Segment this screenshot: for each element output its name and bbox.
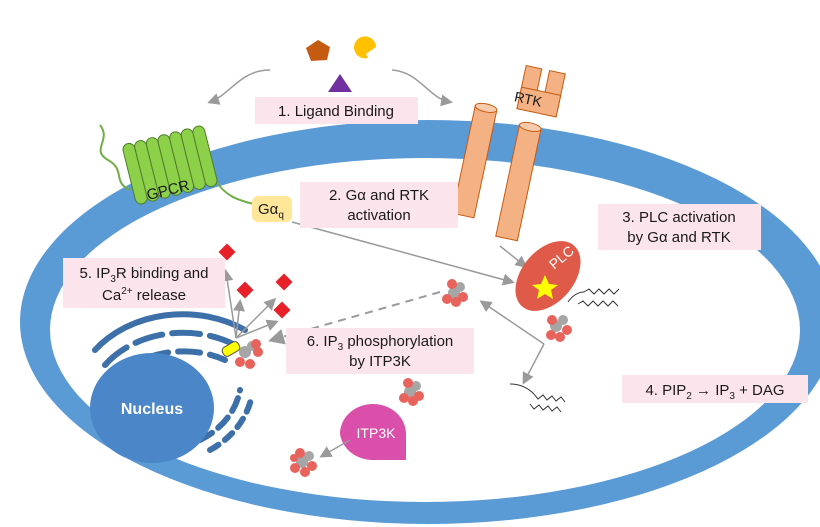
arrow-pip2-to-dag [522,343,545,385]
itp3k: ITP3K [340,404,406,461]
step-5-line2b: release [133,287,186,304]
gpcr: GPCR [99,124,259,206]
ca-release-arrows [221,269,279,339]
pip2-lipid [567,288,620,307]
rtk: RTK [451,64,566,242]
step-3-box: 3. PLC activation by Gα and RTK [598,204,761,250]
itp3k-label: ITP3K [357,425,397,441]
ca-ion-icon [236,281,254,299]
g-alpha-q: Gαq [252,196,292,222]
ip3-molecule-plc [546,315,572,342]
rtk-label: RTK [513,88,544,110]
svg-text:6. IP3 phosphorylation: 6. IP3 phosphorylation [307,333,454,353]
ligand-pacman-icon [354,36,376,59]
step-4-sub2: 3 [729,391,735,402]
step-3-label-line1: 3. PLC activation [622,209,735,226]
nucleus-label: Nucleus [121,401,183,418]
step-5-pre: 5. IP [80,265,111,282]
calcium-ions [218,243,293,319]
nucleus [90,353,214,463]
ca-ion-icon [218,243,236,261]
step-5-post1: R binding and [116,265,209,282]
step-6-line2: by ITP3K [349,353,411,370]
ca-ion-icon [275,273,293,291]
step-3-label-line2: by Gα and RTK [627,229,730,246]
ip3-molecule-receptor [235,339,263,369]
ligand-pentagon-icon [306,40,330,61]
arrow-rtk-to-plc [499,245,528,268]
ligand-arrow-left [207,69,271,105]
step-4-mid: → IP [692,382,730,399]
step-2-label-line2: activation [347,207,410,224]
ip3-receptor [221,341,241,357]
step-1-box: 1. Ligand Binding [255,97,418,124]
step-4-box: 4. PIP2 → IP3 + DAG [622,375,808,403]
ligand-arrow-right [391,69,453,107]
step-6-pre: 6. IP [307,333,338,350]
g-alpha-subscript: q [278,210,284,221]
step-5-box: 5. IP3R binding and Ca2+ release [63,258,225,308]
step-4-pre: 4. PIP [645,382,686,399]
step-2-label-line1: 2. Gα and RTK [329,187,429,204]
arrow-itp3k-to-ip4 [319,439,351,458]
step-6-sub: 3 [338,342,344,353]
ip3-molecule-itp3k [399,378,424,406]
plc-star-icon [532,275,558,299]
ligand-triangle-icon [328,74,352,92]
step-6-post: phosphorylation [343,333,453,350]
arrow-galpha-to-plc [291,221,515,286]
dag-lipid [509,383,566,413]
step-6-box: 6. IP3 phosphorylation by ITP3K [286,328,474,374]
ca-ion-icon [273,301,291,319]
plc: PLC [515,241,581,311]
step-1-label: 1. Ligand Binding [278,103,394,120]
step-4-sub1: 2 [686,391,692,402]
svg-text:Gαq: Gαq [258,201,284,221]
ip3-molecule-center [442,279,468,307]
step-4-post: + DAG [735,382,785,399]
svg-text:Ca2+ release: Ca2+ release [102,286,186,304]
step-5-line2a: Ca [102,287,122,304]
ligands [306,36,376,92]
svg-text:4. PIP2 → IP3 + DAG: 4. PIP2 → IP3 + DAG [645,382,784,402]
g-alpha-label: Gα [258,201,279,218]
arrow-pip2-to-ip3 [479,300,545,345]
ip4-molecule [290,448,317,477]
step-5-sub: 3 [110,274,116,285]
nucleus-group: Nucleus [90,311,255,463]
svg-text:5. IP3R binding and: 5. IP3R binding and [80,265,209,285]
step-2-box: 2. Gα and RTK activation [300,182,458,228]
step-5-sup: 2+ [121,286,133,297]
